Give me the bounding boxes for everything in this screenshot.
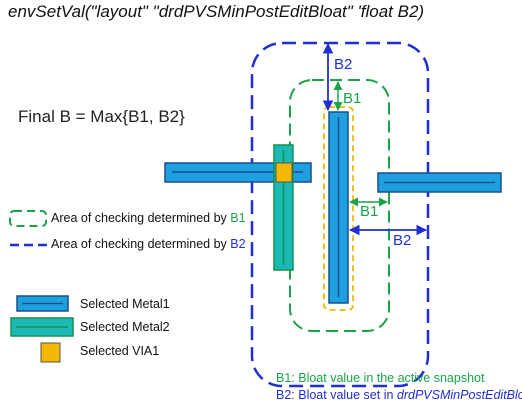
legend-metal2-label: Selected Metal2 — [80, 320, 170, 334]
b2-top-label: B2 — [334, 56, 353, 73]
via1 — [275, 162, 293, 183]
b1-note: B1: Bloat value in the active snapshot — [276, 371, 485, 385]
inner-selection-outline — [323, 106, 354, 311]
b2-note: B2: Bloat value set in drdPVSMinPostEdit… — [276, 388, 522, 402]
final-bloat-formula: Final B = Max{B1, B2} — [18, 107, 185, 126]
b2-check-area — [250, 41, 430, 388]
b2-side-label: B2 — [393, 232, 412, 249]
b1-side-label: B1 — [360, 203, 379, 220]
envsetval-command-text: envSetVal("layout" "drdPVSMinPostEditBlo… — [8, 2, 425, 21]
legend-via1-swatch — [40, 342, 61, 363]
legend-b2-area-text: Area of checking determined by B2 — [51, 237, 246, 251]
b1-top-label: B1 — [343, 90, 362, 107]
legend-via1-label: Selected VIA1 — [80, 344, 160, 358]
legend-b1-area-swatch — [9, 210, 47, 227]
legend-b1-area-text: Area of checking determined by B1 — [51, 211, 246, 225]
legend-metal1-label: Selected Metal1 — [80, 297, 170, 311]
